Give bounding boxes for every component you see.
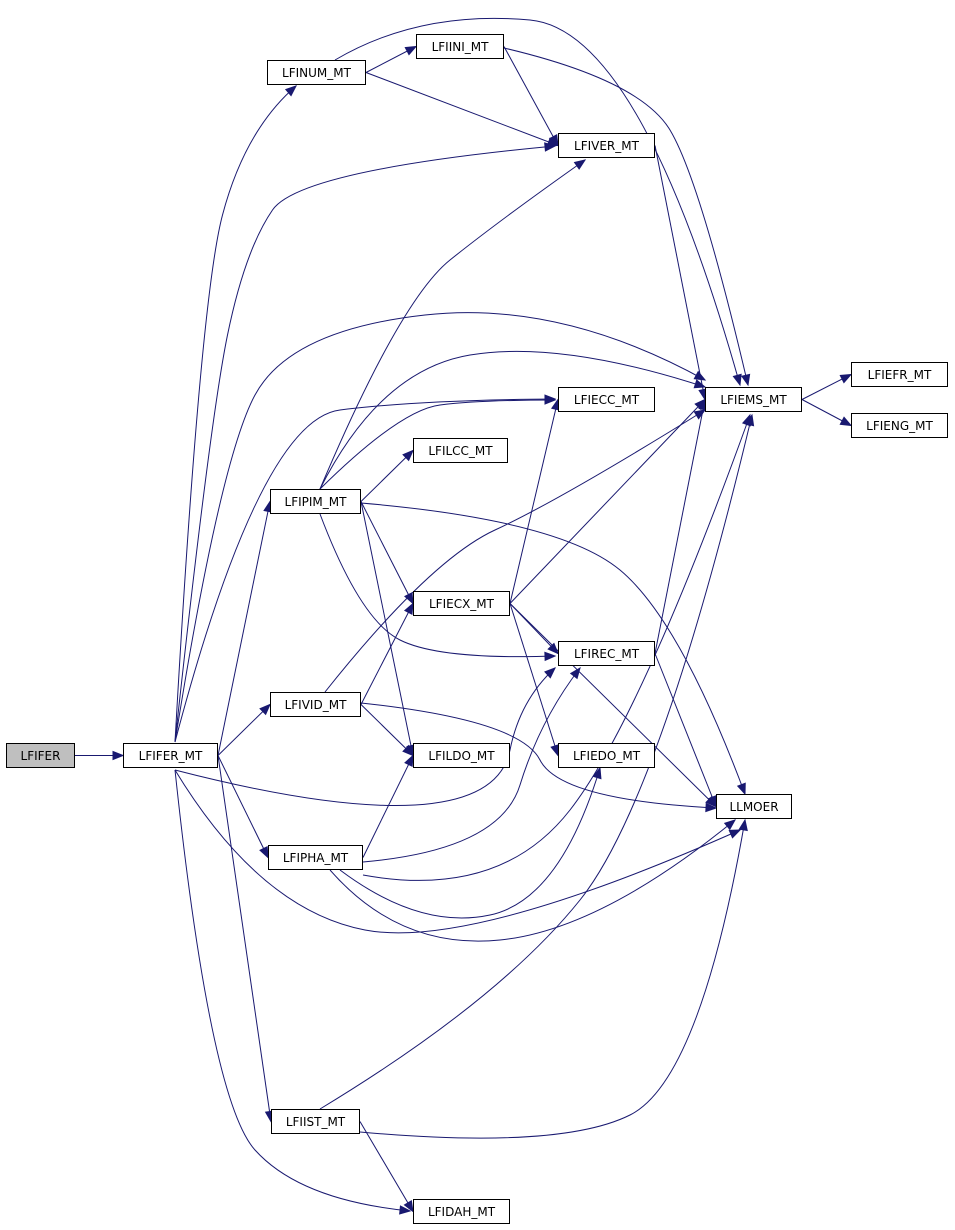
- arrowhead: [284, 85, 298, 97]
- arrowhead: [732, 373, 742, 387]
- edge-lfipim-mt-to-lfilcc-mt: [360, 450, 414, 502]
- node-lfiini-mt[interactable]: LFIINI_MT: [416, 34, 504, 59]
- edge-lfivid-mt-to-lfiems-mt: [324, 409, 706, 693]
- arrowhead: [736, 782, 746, 796]
- edge-lfipha-mt-to-lfiems-mt: [362, 414, 751, 881]
- edge-lfipha-mt-to-lfiedo-mt: [339, 767, 601, 919]
- node-lfiecc-mt[interactable]: LFIECC_MT: [558, 387, 655, 412]
- edge-lfifer-mt-to-lfinum-mt: [174, 85, 297, 743]
- edge-lfipha-mt-to-lfildo-mt: [362, 755, 414, 858]
- edge-lfirec-mt-to-llmoer: [654, 653, 717, 807]
- edge-lfipha-mt-to-llmoer: [329, 819, 736, 942]
- arrowhead: [544, 667, 556, 679]
- arrowhead: [548, 134, 559, 147]
- edge-lfipha-mt-to-lfirec-mt: [362, 667, 581, 863]
- edge-lfipim-mt-to-lfiecx-mt: [360, 501, 414, 604]
- arrowhead: [592, 766, 602, 780]
- edge-lfifer-mt-to-lfidah-mt: [174, 769, 411, 1212]
- edge-lfipim-mt-to-lfiecc-mt: [319, 399, 556, 490]
- arrowhead: [404, 591, 414, 605]
- arrowhead: [259, 845, 269, 859]
- arrowhead: [839, 373, 853, 384]
- node-lfipha-mt[interactable]: LFIPHA_MT: [268, 845, 363, 870]
- arrowhead: [693, 370, 707, 381]
- node-lfiver-mt[interactable]: LFIVER_MT: [558, 133, 655, 158]
- edge-lfipim-mt-to-lfiver-mt: [319, 159, 586, 490]
- arrowhead: [723, 819, 737, 831]
- edge-lfifer-mt-to-llmoer: [174, 769, 741, 934]
- arrowhead: [693, 409, 707, 420]
- edge-lfifer-mt-to-lfivid-mt: [217, 704, 271, 756]
- arrowhead: [403, 602, 414, 616]
- arrowhead: [403, 1200, 414, 1213]
- edge-lfiver-mt-to-lfiems-mt: [654, 145, 706, 400]
- arrowhead: [544, 395, 557, 405]
- arrowhead: [402, 449, 414, 462]
- edge-lfinum-mt-to-lfiver-mt: [365, 72, 559, 146]
- node-lfiefr-mt[interactable]: LFIEFR_MT: [851, 362, 948, 387]
- arrowhead: [259, 703, 271, 716]
- edge-lfifer-mt-to-lfipha-mt: [217, 755, 269, 858]
- edge-lfifer-mt-to-lfiver-mt: [174, 145, 556, 743]
- node-lfiedo-mt[interactable]: LFIEDO_MT: [558, 743, 655, 768]
- edge-lfiecx-mt-to-lfiems-mt: [509, 399, 706, 604]
- arrowhead: [839, 416, 853, 427]
- node-llmoer[interactable]: LLMOER: [716, 794, 792, 819]
- edge-lfivid-mt-to-llmoer: [360, 702, 717, 809]
- node-lfiecx-mt[interactable]: LFIECX_MT: [413, 591, 510, 616]
- node-lfieng-mt[interactable]: LFIENG_MT: [851, 413, 948, 438]
- edge-lfifer-mt-to-lfirec-mt: [174, 667, 556, 807]
- node-lfildo-mt[interactable]: LFILDO_MT: [413, 743, 510, 768]
- edge-lfifer-mt-to-lfiecc-mt: [174, 398, 556, 743]
- edge-lfifer-mt-to-lfiems-mt: [174, 312, 706, 743]
- edge-lfipim-mt-to-lfiems-mt: [319, 350, 706, 490]
- arrowhead: [740, 373, 751, 387]
- arrowhead: [738, 818, 748, 832]
- edge-lfiini-mt-to-lfiver-mt: [503, 46, 559, 146]
- edge-lfipim-mt-to-lfirec-mt: [319, 513, 556, 658]
- edge-lfiecx-mt-to-llmoer: [509, 603, 717, 807]
- edge-lfiecx-mt-to-lfiedo-mt: [509, 603, 559, 756]
- edge-lfipim-mt-to-llmoer: [360, 502, 746, 795]
- node-lfifer[interactable]: LFIFER: [6, 743, 75, 768]
- arrowhead: [112, 750, 125, 761]
- arrowhead: [744, 413, 755, 427]
- edge-lfipim-mt-to-lfildo-mt: [360, 501, 414, 756]
- arrowhead: [402, 744, 414, 757]
- arrowhead: [569, 666, 581, 680]
- arrowhead: [693, 379, 707, 389]
- edge-lfiist-mt-to-lfiems-mt: [319, 414, 753, 1110]
- node-lfidah-mt[interactable]: LFIDAH_MT: [413, 1199, 510, 1224]
- arrowhead: [404, 754, 414, 768]
- arrowhead: [705, 802, 718, 813]
- node-lfivid-mt[interactable]: LFIVID_MT: [270, 692, 361, 717]
- arrowhead: [544, 651, 557, 662]
- edge-lfivid-mt-to-lfiecx-mt: [360, 603, 414, 705]
- edge-lfirec-mt-to-lfiems-mt: [654, 399, 706, 654]
- arrowhead: [404, 45, 418, 56]
- arrowhead: [573, 159, 587, 170]
- edge-lfiecx-mt-to-lfiecc-mt: [509, 399, 559, 604]
- node-lfifer-mt[interactable]: LFIFER_MT: [123, 743, 218, 768]
- edge-lfinum-mt-to-lfiems-mt: [334, 17, 741, 386]
- node-lfinum-mt[interactable]: LFINUM_MT: [267, 60, 366, 85]
- arrowhead: [728, 829, 742, 839]
- edge-lfiini-mt-to-lfiems-mt: [503, 47, 749, 386]
- edge-lfiist-mt-to-llmoer: [359, 819, 746, 1139]
- edge-lfifer-mt-to-lfiist-mt: [217, 755, 272, 1122]
- edge-lfivid-mt-to-lfildo-mt: [360, 704, 414, 756]
- node-lfiist-mt[interactable]: LFIIST_MT: [271, 1109, 360, 1134]
- node-lfirec-mt[interactable]: LFIREC_MT: [558, 641, 655, 666]
- node-lfipim-mt[interactable]: LFIPIM_MT: [270, 489, 361, 514]
- node-lfilcc-mt[interactable]: LFILCC_MT: [413, 438, 508, 463]
- edge-lfifer-mt-to-lfipim-mt: [217, 501, 271, 756]
- edge-lfiist-mt-to-lfidah-mt: [359, 1121, 414, 1212]
- node-lfiems-mt[interactable]: LFIEMS_MT: [705, 387, 802, 412]
- arrowhead: [399, 1205, 412, 1215]
